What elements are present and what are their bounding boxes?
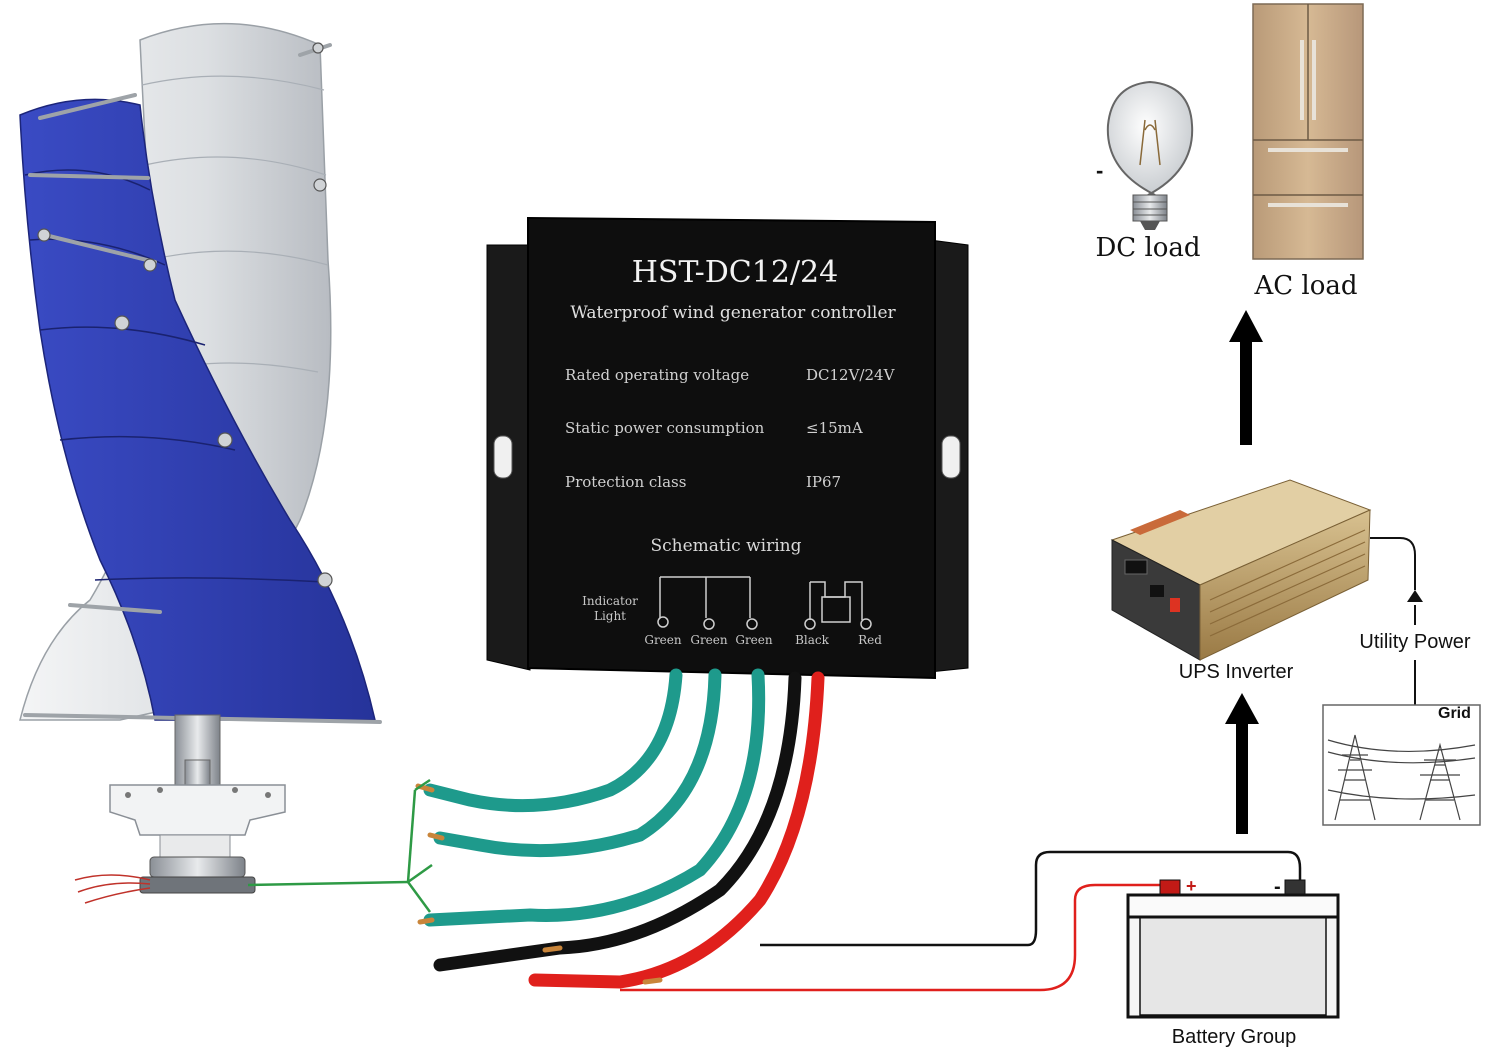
wiring-title: Schematic wiring (650, 536, 801, 556)
spec-value-voltage: DC12V/24V (806, 366, 896, 384)
arrow-inverter-to-loads (1240, 340, 1252, 445)
turbine-blue-blade (19, 98, 376, 721)
turbine-generator (109, 784, 286, 836)
inverter-label: UPS Inverter (1179, 661, 1294, 683)
terminal-label-green-2: Green (690, 633, 728, 647)
utility-arrow-head (1407, 590, 1423, 602)
terminal-label-green-3: Green (735, 633, 773, 647)
wire-green-2 (433, 668, 722, 858)
ups-inverter (1110, 479, 1372, 661)
wiring-schematic (657, 576, 872, 630)
ac-load-label: AC load (1253, 271, 1357, 301)
wire-green-3 (423, 668, 766, 927)
terminal-label-red: Red (858, 633, 882, 647)
wire-green-1 (423, 668, 683, 813)
controller-subtitle: Waterproof wind generator controller (570, 303, 896, 323)
grid-label: Grid (1438, 705, 1471, 722)
battery-minus: - (1274, 876, 1281, 898)
light-bulb (1106, 80, 1194, 230)
spec-value-static-power: ≤15mA (806, 419, 863, 437)
refrigerator (1252, 3, 1364, 260)
charge-controller (486, 216, 969, 680)
battery-plus: + (1186, 876, 1197, 896)
controller-cables (415, 668, 825, 989)
battery (1126, 879, 1340, 1019)
utility-feed-line (1370, 537, 1416, 590)
battery-label: Battery Group (1172, 1026, 1297, 1048)
controller-model: HST-DC12/24 (632, 255, 838, 290)
arrow-battery-to-inverter (1236, 722, 1248, 834)
controller-body (527, 216, 936, 680)
spec-label-static-power: Static power consumption (565, 419, 765, 437)
indicator-label-line1: Indicator (582, 594, 638, 608)
flow-arrows (1225, 310, 1263, 834)
spec-label-voltage: Rated operating voltage (565, 366, 749, 384)
utility-label: Utility Power (1359, 631, 1470, 653)
wind-turbine (19, 23, 382, 904)
spec-label-protection: Protection class (565, 473, 686, 491)
terminal-label-black: Black (795, 633, 830, 647)
wire-red (528, 671, 825, 989)
wire-black (433, 671, 802, 972)
generator-wire (247, 778, 433, 913)
indicator-label-line2: Light (594, 609, 626, 623)
battery-black-wire (760, 850, 1302, 947)
terminal-label-green-1: Green (644, 633, 682, 647)
spec-value-protection: IP67 (806, 473, 841, 491)
battery-red-wire (620, 883, 1165, 992)
dc-load-label: DC load (1095, 233, 1200, 263)
grid-image (1322, 704, 1481, 826)
dc-load-minus: - (1096, 158, 1103, 183)
